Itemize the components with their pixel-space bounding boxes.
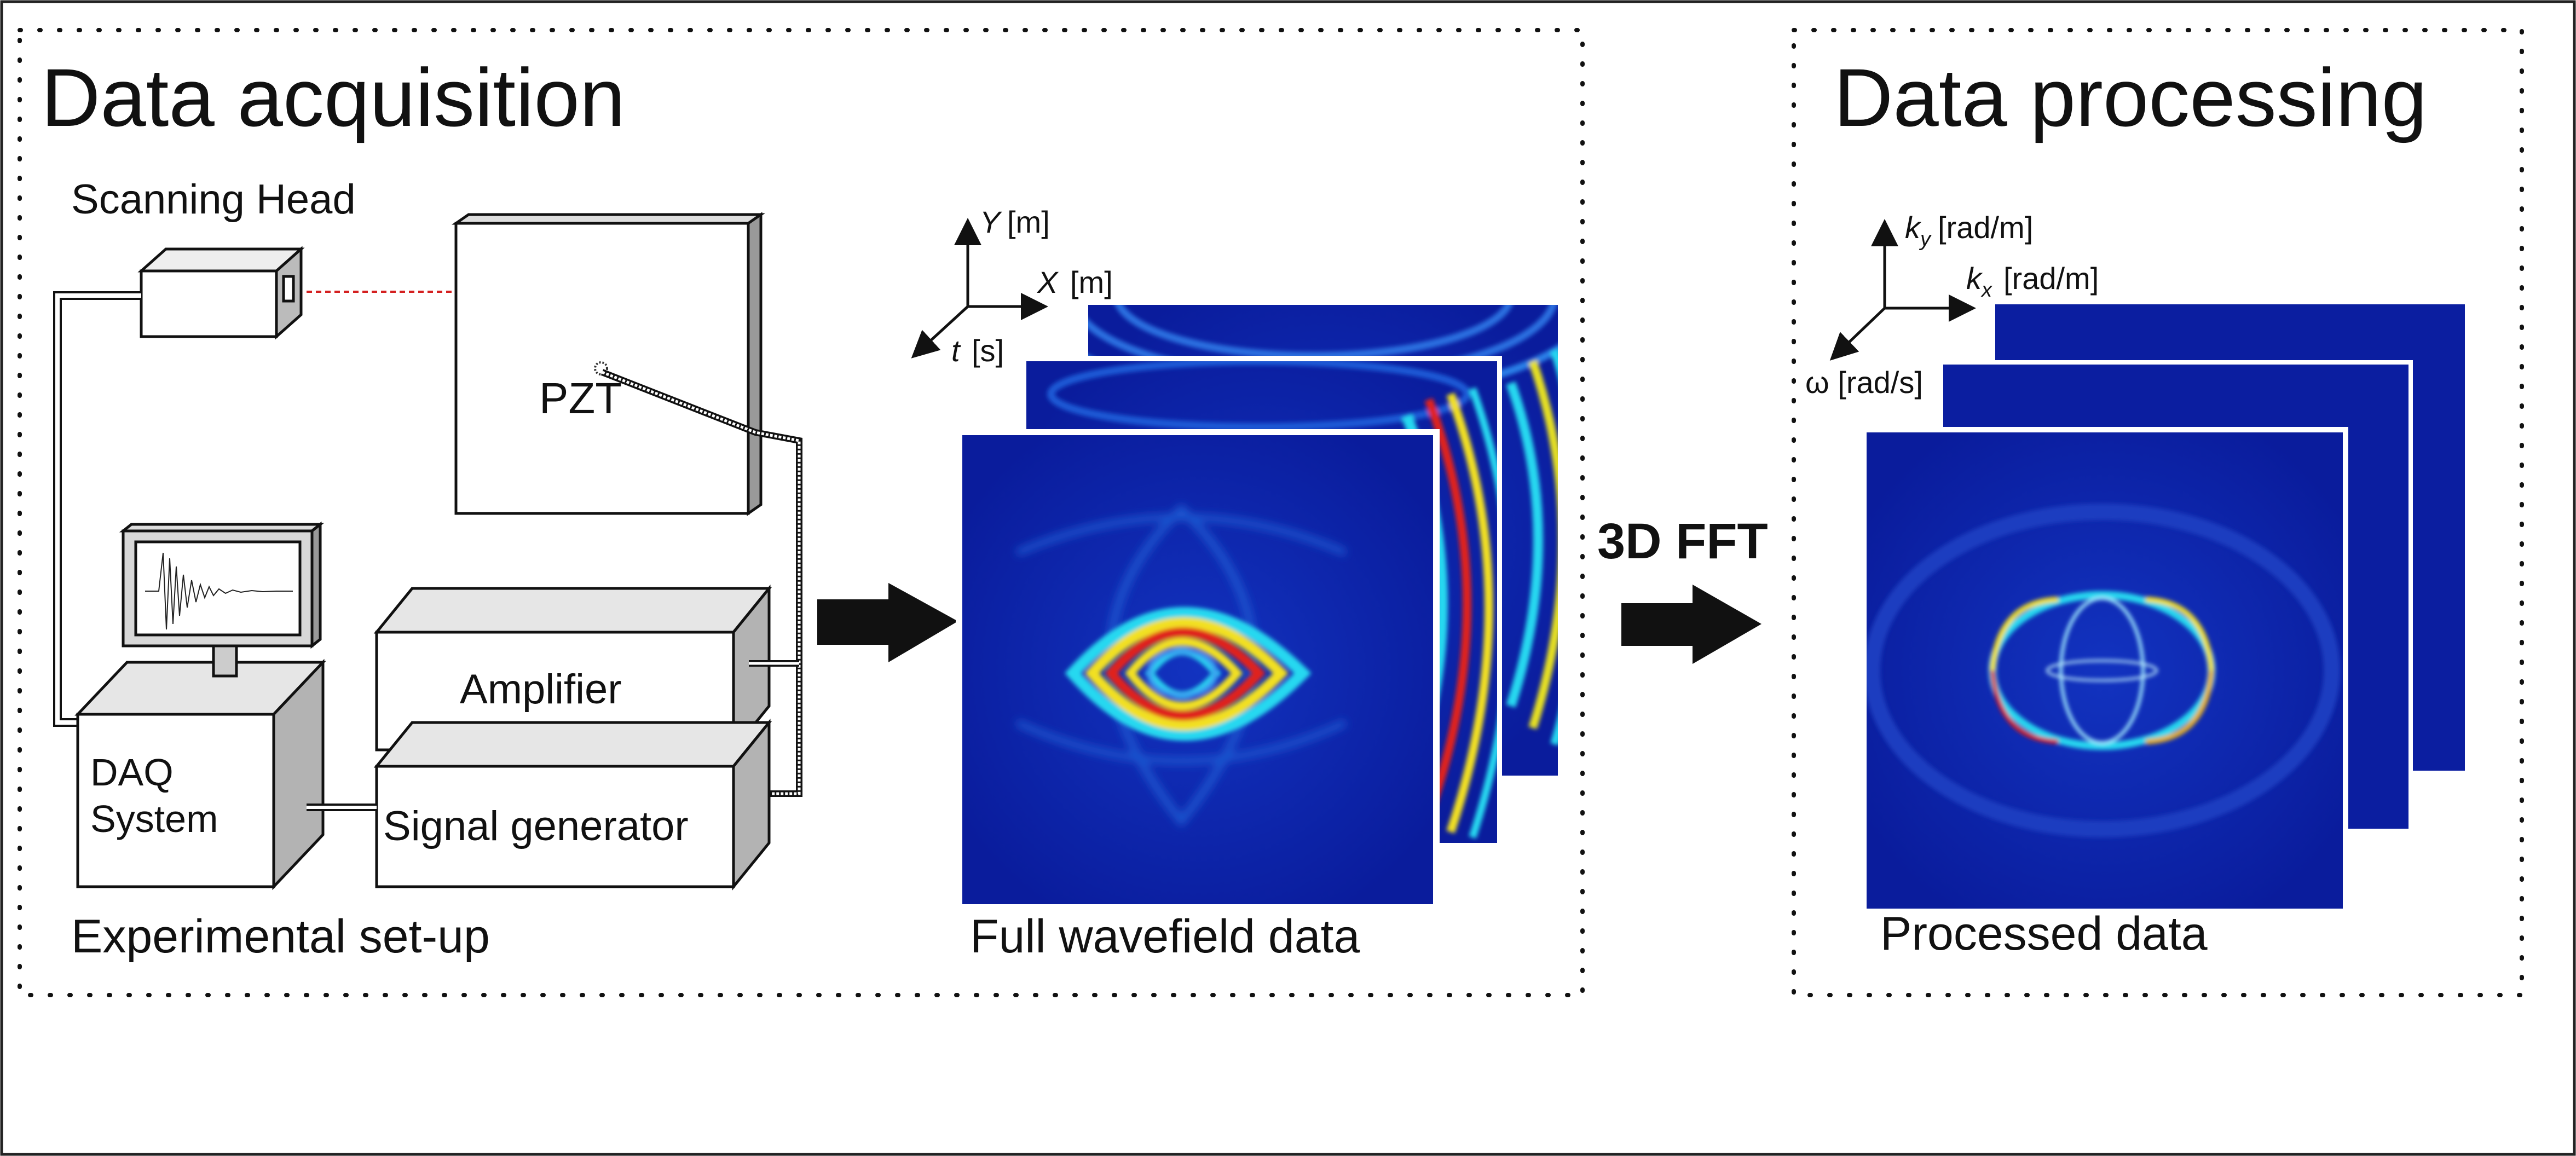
wavefield-axis-x: X — [1036, 265, 1059, 299]
daq-system-box — [74, 658, 326, 891]
processing-title: Data processing — [1834, 51, 2427, 143]
wavefield-axis-y-unit: [m] — [1007, 205, 1050, 239]
full-wavefield-caption: Full wavefield data — [970, 910, 1360, 963]
processed-caption: Processed data — [1880, 908, 2208, 960]
pzt-label: PZT — [539, 374, 622, 423]
fft-label: 3D FFT — [1597, 513, 1768, 569]
acquisition-section-border — [18, 28, 1585, 997]
fft-arrow — [1621, 585, 1761, 664]
processed-axis-ky-unit: [rad/m] — [1938, 210, 2033, 245]
scanning-head-label: Scanning Head — [71, 176, 356, 223]
wavefield-axis-t: t — [951, 333, 961, 368]
daq-label-line1: DAQ — [90, 751, 174, 794]
signal-generator-box — [373, 718, 772, 891]
wavefield-frame-front — [962, 435, 1433, 904]
monitor-waveform — [145, 552, 293, 630]
daq-label-line2: System — [90, 797, 218, 840]
processed-axis-kx: kx — [1966, 261, 1993, 302]
wavefield-axes — [911, 218, 1048, 359]
acquisition-arrow — [817, 583, 958, 662]
wavefield-axis-x-unit: [m] — [1070, 265, 1113, 299]
experimental-setup-caption: Experimental set-up — [71, 910, 490, 963]
wavefield-axis-y: Y — [980, 205, 1002, 239]
test-plate — [452, 212, 765, 516]
wavefield-axis-t-unit: [s] — [972, 333, 1004, 368]
signal-generator-label: Signal generator — [383, 803, 689, 849]
processed-axis-kx-unit: [rad/m] — [2003, 261, 2099, 296]
acquisition-title: Data acquisition — [41, 51, 625, 143]
amplifier-label: Amplifier — [460, 666, 622, 713]
processed-axis-ky: ky — [1905, 210, 1932, 251]
processed-axes — [1829, 219, 1976, 361]
scanning-head — [137, 246, 305, 340]
processed-axis-omega: ω [rad/s] — [1805, 365, 1923, 400]
processed-frame-front — [1867, 432, 2343, 909]
